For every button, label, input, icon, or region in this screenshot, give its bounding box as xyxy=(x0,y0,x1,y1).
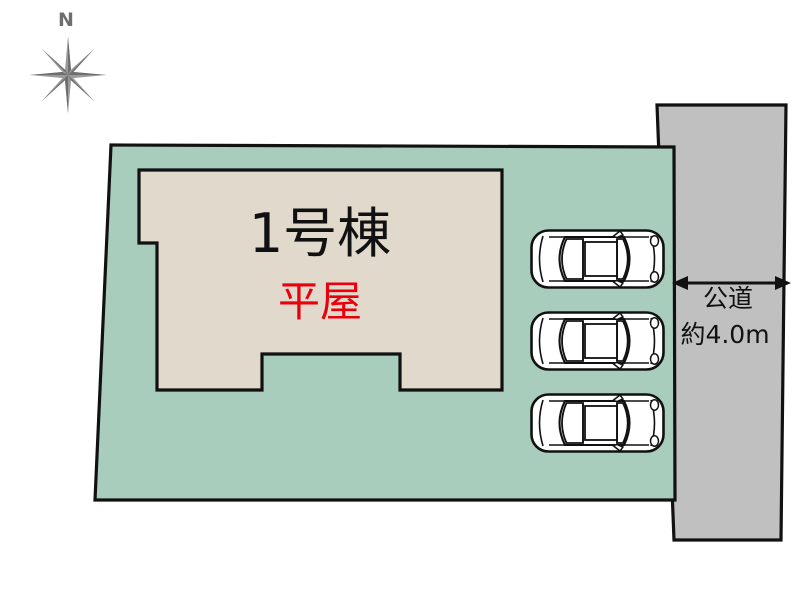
building-footprint xyxy=(137,168,504,392)
car-top-view-icon-1 xyxy=(530,229,665,289)
building-type-label: 平屋 xyxy=(278,277,362,326)
road-width-dimension xyxy=(672,276,791,290)
compass-rose-icon xyxy=(29,36,107,114)
compass-north-label: N xyxy=(58,9,74,31)
car-top-view-icon-2 xyxy=(530,311,665,371)
building-number-label: 1号棟 xyxy=(249,202,391,265)
road-width-label: 約4.0m xyxy=(680,320,769,349)
road-label: 公道 xyxy=(703,284,753,313)
car-top-view-icon-3 xyxy=(530,393,665,453)
